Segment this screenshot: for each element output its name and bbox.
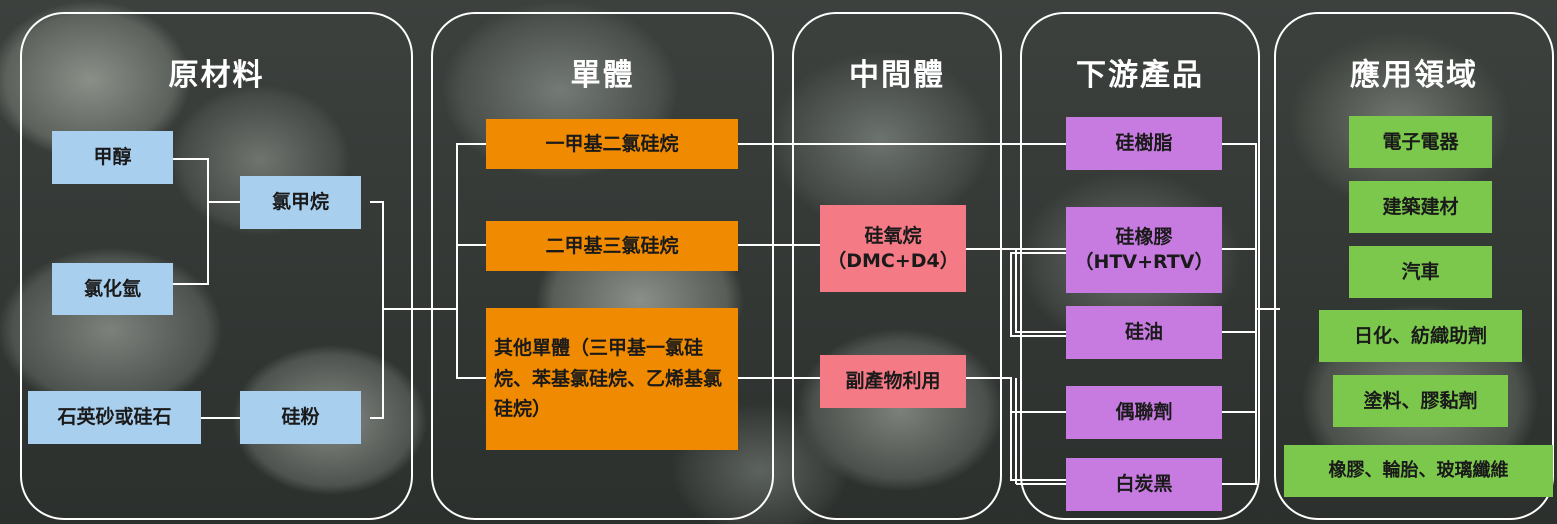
application-coatings: 塗料、膠黏劑 [1333, 375, 1508, 427]
downstream-rubber: 硅橡膠（HTV+RTV） [1066, 207, 1222, 293]
application-rubber-tires: 橡膠、輪胎、玻璃纖維 [1284, 445, 1553, 497]
raw-hcl: 氯化氫 [52, 263, 173, 315]
raw-quartz: 石英砂或硅石 [28, 391, 201, 444]
downstream-oil: 硅油 [1066, 306, 1222, 359]
downstream-coupling: 偶聯劑 [1066, 386, 1222, 439]
panel-monomers [431, 12, 774, 520]
downstream-silica: 白炭黑 [1066, 458, 1222, 511]
column-title-monomer: 單體 [570, 58, 635, 93]
column-title-raw: 原材料 [168, 58, 265, 93]
intermediate-byproduct: 副產物利用 [820, 355, 966, 408]
application-electronics: 電子電器 [1349, 116, 1492, 168]
application-chemicals: 日化、紡織助劑 [1319, 310, 1522, 362]
raw-methyl-chloride: 氯甲烷 [240, 176, 361, 229]
column-title-downstream: 下游產品 [1076, 58, 1204, 93]
raw-silicon-powder: 硅粉 [240, 391, 361, 444]
panel-downstream [1020, 12, 1260, 520]
intermediate-siloxane: 硅氧烷（DMC+D4） [820, 205, 966, 292]
monomer-1: 一甲基二氯硅烷 [486, 119, 738, 169]
monomer-other: 其他單體（三甲基一氯硅烷、苯基氯硅烷、乙烯基氯硅烷） [486, 308, 738, 450]
column-title-intermediate: 中間體 [849, 58, 945, 93]
column-title-application: 應用領域 [1350, 58, 1478, 93]
raw-methanol: 甲醇 [52, 131, 173, 184]
application-construction: 建築建材 [1349, 181, 1492, 233]
panel-intermediates [792, 12, 1002, 520]
application-automotive: 汽車 [1349, 246, 1492, 298]
monomer-2: 二甲基三氯硅烷 [486, 221, 738, 271]
panel-applications [1274, 12, 1554, 520]
downstream-resin: 硅樹脂 [1066, 117, 1222, 170]
panel-raw-materials [20, 12, 413, 520]
